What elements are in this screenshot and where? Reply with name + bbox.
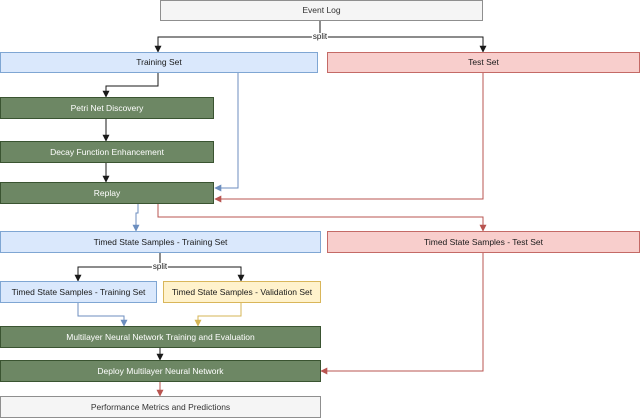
edge-replay-tss-test <box>157 204 487 232</box>
split-label-top: split <box>311 32 329 41</box>
edge-subtraining-mlnn <box>77 303 128 327</box>
edge-split-sub-training <box>74 253 161 282</box>
edge-split-training <box>154 21 321 53</box>
replay-node: Replay <box>0 182 214 204</box>
edge-test-replay <box>214 73 484 203</box>
decay-function-node: Decay Function Enhancement <box>0 141 214 163</box>
mlnn-training-node: Multilayer Neural Network Training and E… <box>0 326 321 348</box>
edge-tsstest-deploy <box>320 253 484 375</box>
petri-net-discovery-node: Petri Net Discovery <box>0 97 214 119</box>
tss-training-subset-node: Timed State Samples - Training Set <box>0 281 157 303</box>
edge-split-validation <box>160 266 245 282</box>
deploy-mlnn-node: Deploy Multilayer Neural Network <box>0 360 321 382</box>
performance-node: Performance Metrics and Predictions <box>0 396 321 418</box>
edge-split-test <box>320 36 487 53</box>
tss-validation-set-node: Timed State Samples - Validation Set <box>163 281 321 303</box>
edge-training-replay <box>214 73 239 192</box>
edge-validation-mlnn <box>194 303 242 327</box>
training-set-node: Training Set <box>0 52 318 73</box>
tss-training-set-node: Timed State Samples - Training Set <box>0 231 321 253</box>
split-label-mid: split <box>151 262 169 271</box>
tss-test-set-node: Timed State Samples - Test Set <box>327 231 640 253</box>
edge-replay-tss-training <box>132 204 140 232</box>
edge-training-petri <box>102 73 159 98</box>
event-log-node: Event Log <box>160 0 483 21</box>
test-set-node: Test Set <box>327 52 640 73</box>
